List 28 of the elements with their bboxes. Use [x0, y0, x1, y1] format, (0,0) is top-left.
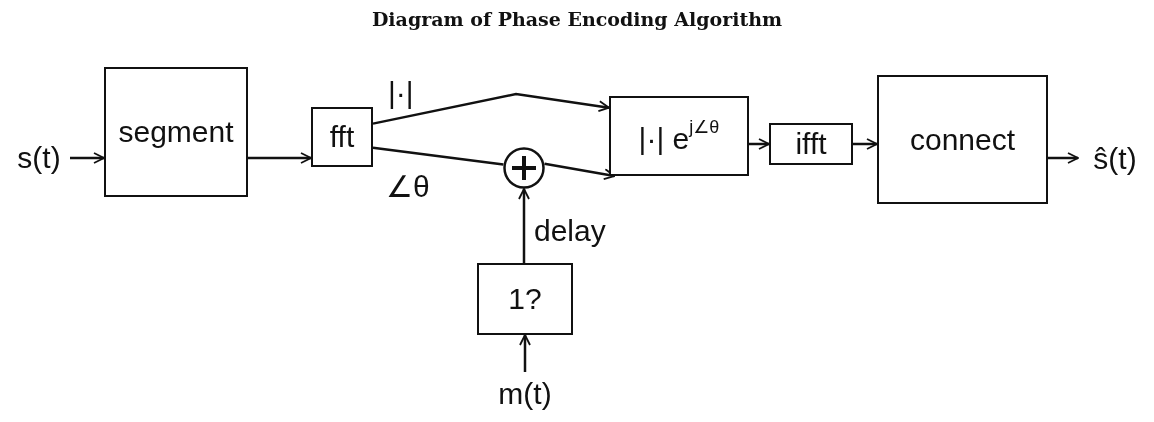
node-text: |·| e$^{j∠θ}$ [638, 117, 720, 155]
arrow [248, 152, 312, 164]
node-text: m(t) [498, 379, 552, 409]
node-text: connect [909, 124, 1016, 155]
process-box [477, 263, 573, 335]
diagram-title: Diagram of Phase Encoding Algorithm [370, 8, 784, 30]
process-box [104, 67, 248, 197]
connector-line [372, 146, 504, 166]
node-text: ifft [795, 129, 827, 159]
process-box [311, 107, 373, 167]
process-box [609, 96, 749, 176]
arrow [544, 162, 616, 181]
node-text: s(t) [17, 143, 61, 173]
arrow [518, 188, 530, 263]
node-text: segment [118, 117, 234, 147]
arrow [853, 138, 878, 150]
arrow [372, 92, 610, 125]
process-box [769, 123, 853, 165]
arrow [70, 152, 105, 164]
node-text: ŝ(t) [1093, 144, 1137, 174]
edge-label: delay [534, 216, 606, 246]
arrow [519, 334, 531, 372]
arrow [749, 138, 770, 150]
edge-label: |·| [388, 78, 414, 108]
node-text: fft [329, 122, 355, 152]
arrow [1048, 152, 1079, 164]
node-text: 1? [508, 284, 542, 314]
process-box [877, 75, 1048, 204]
